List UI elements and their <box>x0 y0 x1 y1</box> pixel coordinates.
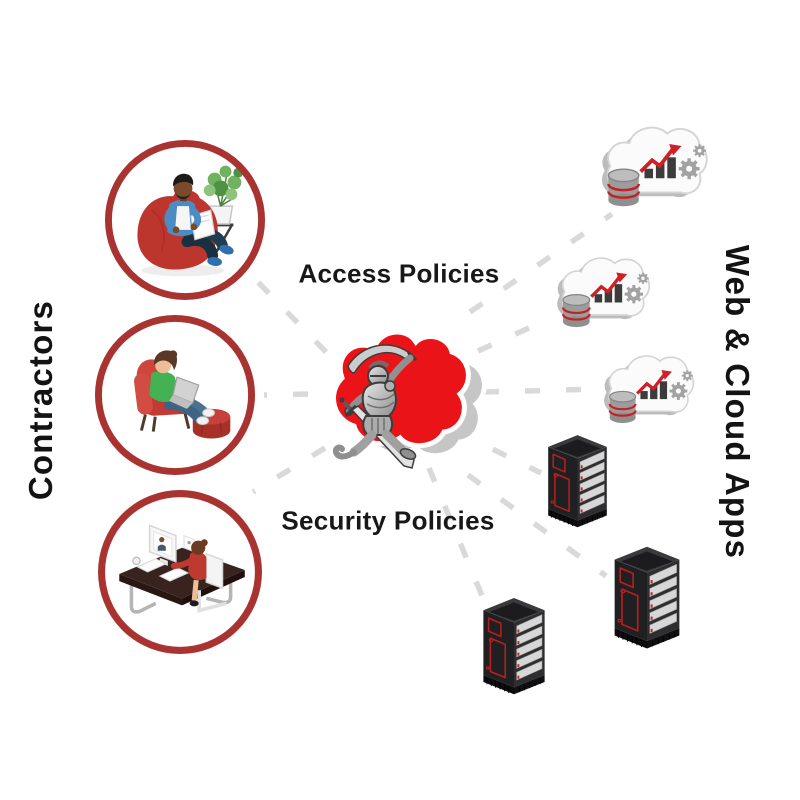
person <box>164 173 234 267</box>
security-policies-label: Security Policies <box>281 505 495 536</box>
cloud-app-3 <box>601 354 696 425</box>
access-policies-label: Access Policies <box>298 258 500 289</box>
connector-security-cloud-to-cloud-app-3 <box>483 386 602 395</box>
circle-ring <box>104 139 266 301</box>
connector-security-cloud-to-cloud-app-2 <box>476 315 553 354</box>
circle-ring <box>98 490 262 654</box>
person <box>149 350 216 426</box>
cloud-app-1 <box>599 125 709 209</box>
server-3 <box>613 545 681 650</box>
connector-security-cloud-to-server-2 <box>426 466 498 629</box>
papers <box>132 534 195 582</box>
security-cloud-icon <box>331 329 487 469</box>
contractor-armchair-illustration <box>94 314 256 476</box>
connector-security-cloud-to-contractor-desk <box>251 445 327 495</box>
contractor-desk-illustration <box>98 490 262 654</box>
person <box>170 539 228 613</box>
knight-icon <box>332 344 418 469</box>
connector-security-cloud-to-cloud-app-1 <box>468 211 614 315</box>
contractors-label: Contractors <box>22 299 59 501</box>
circle-ring <box>94 314 256 476</box>
connector-security-cloud-to-server-1 <box>454 428 543 476</box>
connector-security-cloud-to-contractor-beanbag <box>252 276 328 354</box>
contractor-beanbag-illustration <box>104 139 266 301</box>
connector-security-cloud-to-server-3 <box>466 472 608 579</box>
cloud-app-2 <box>554 256 651 329</box>
server-1 <box>547 434 608 529</box>
monitor-icon <box>148 524 177 566</box>
web-cloud-apps-label: Web & Cloud Apps <box>719 244 756 560</box>
server-2 <box>482 597 546 696</box>
connector-security-cloud-to-contractor-armchair <box>263 391 309 398</box>
